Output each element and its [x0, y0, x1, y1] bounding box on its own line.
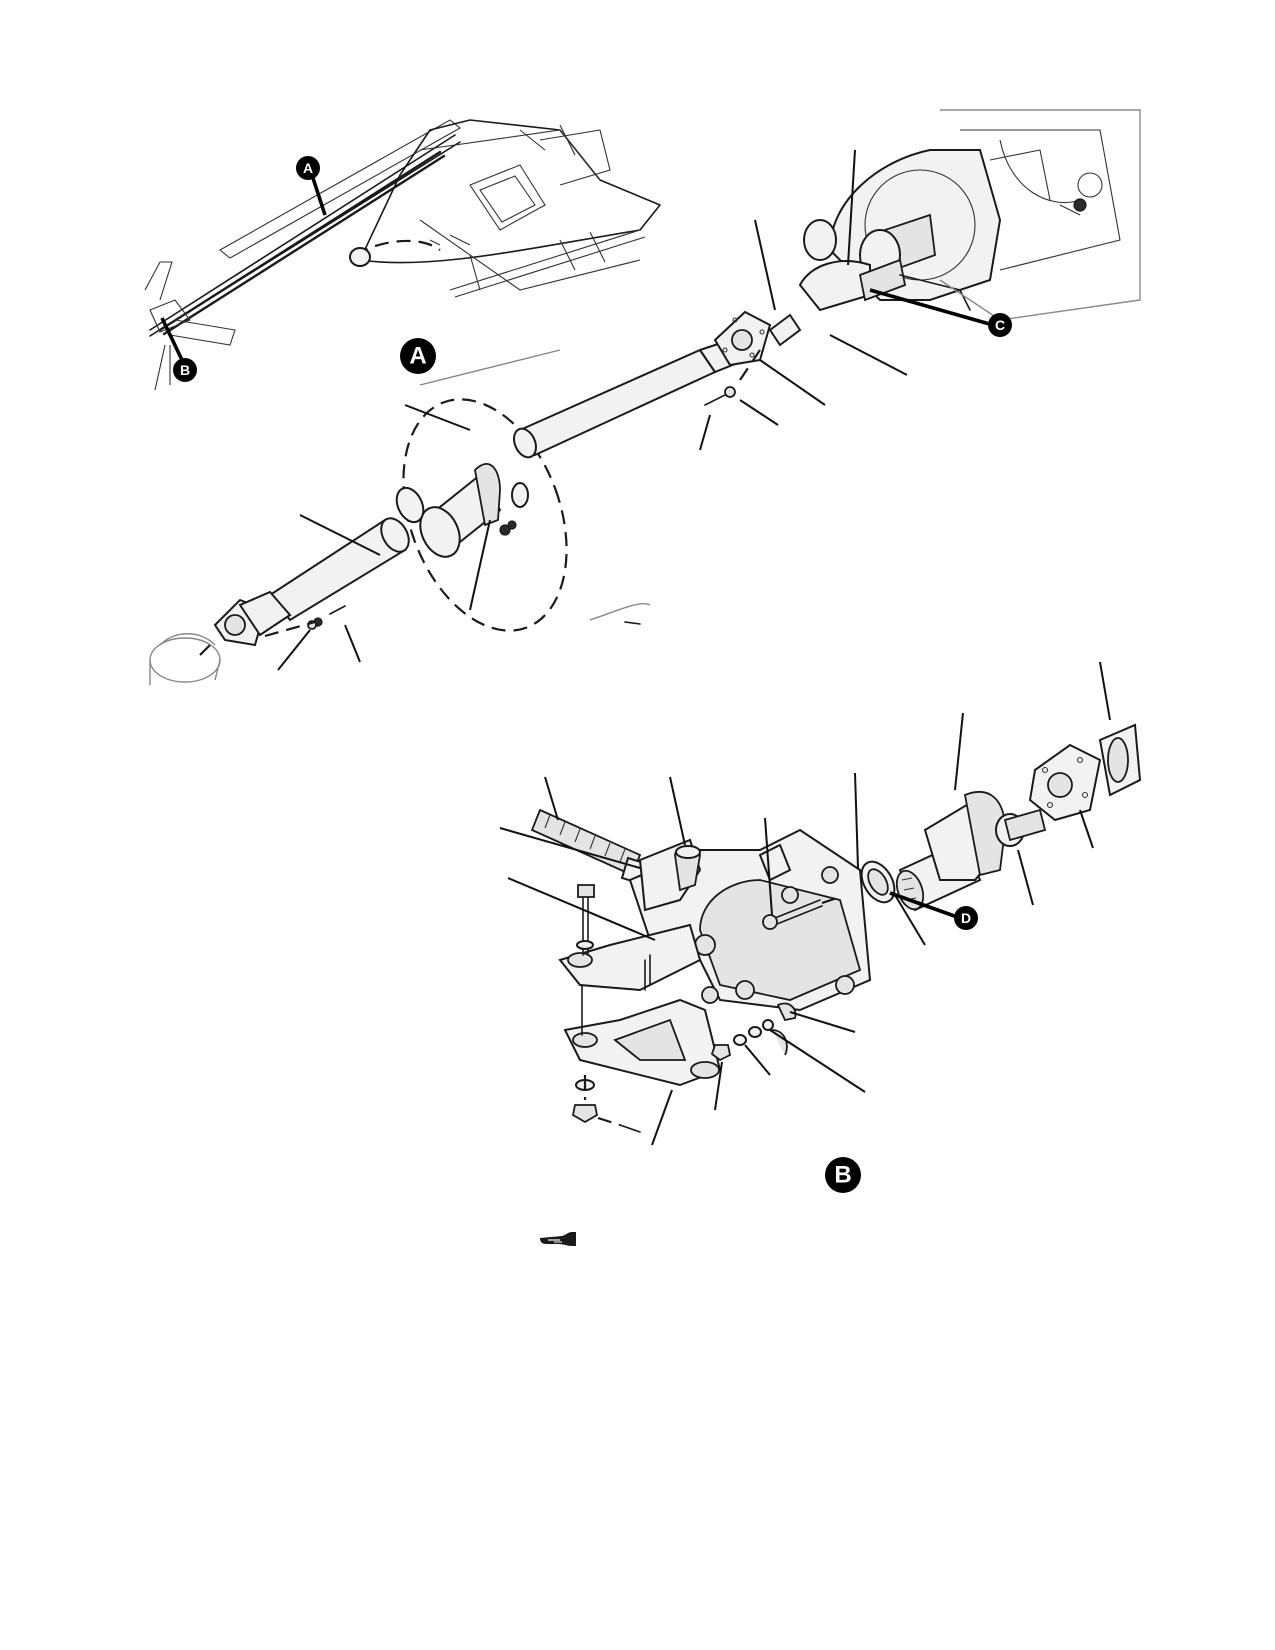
gearbox-assembly-view-b [499, 661, 1142, 1146]
callout-c-label: C [995, 317, 1005, 333]
pointing-hand-icon [540, 1232, 576, 1246]
drive-shaft-assembly-view-a [149, 109, 1141, 685]
callout-a-label: A [303, 160, 313, 176]
callout-d-label: D [961, 910, 971, 926]
callout-b-marker: B [160, 317, 197, 382]
helicopter-overview-illustration [144, 119, 661, 391]
callout-b-label: B [180, 362, 190, 378]
view-b-label: B [834, 1162, 851, 1189]
callout-c-marker: C [869, 288, 1012, 337]
view-b-marker: B [825, 1157, 861, 1193]
callout-a-marker: A [296, 156, 327, 216]
gearbox-ghost [798, 109, 1141, 321]
view-a-label: A [409, 343, 426, 370]
view-a-marker: A [400, 338, 436, 374]
callout-d-marker: D [889, 891, 978, 930]
